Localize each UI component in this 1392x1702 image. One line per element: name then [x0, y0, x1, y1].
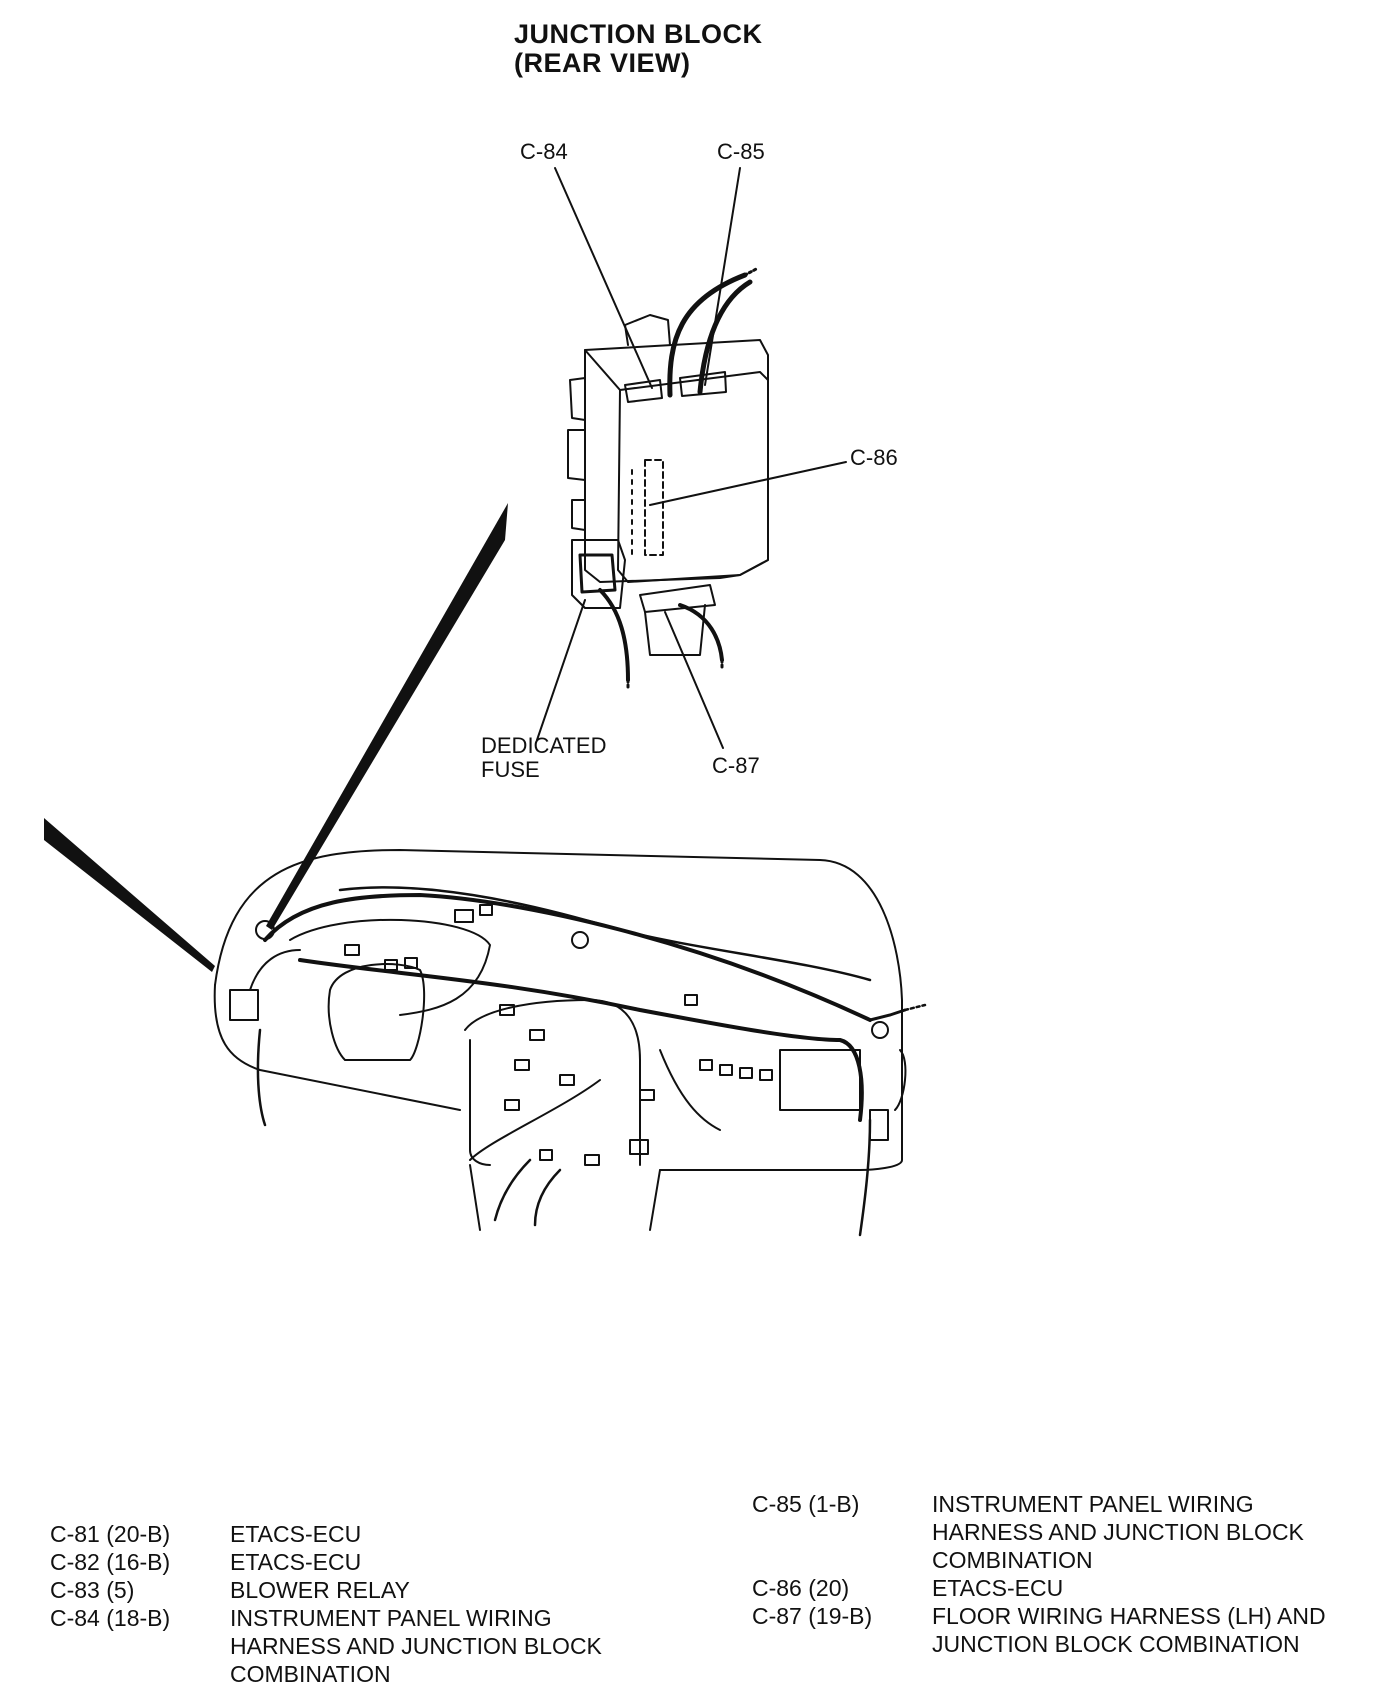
legend-code: C-84 (18-B): [50, 1605, 171, 1631]
diagram-title: JUNCTION BLOCK (REAR VIEW): [514, 20, 763, 78]
title-line-1: JUNCTION BLOCK: [514, 19, 763, 49]
label-dedicated-fuse-line2: FUSE: [481, 757, 540, 782]
legend-left: C-81 (20-B) ETACS-ECU C-82 (16-B) ETACS-…: [50, 1520, 602, 1688]
legend-desc-continued: HARNESS AND JUNCTION BLOCK: [932, 1519, 1304, 1545]
legend-code: C-83 (5): [50, 1577, 135, 1603]
legend-item-c85: C-85 (1-B) INSTRUMENT PANEL WIRING: [752, 1490, 1326, 1518]
legend-desc-continued: JUNCTION BLOCK COMBINATION: [932, 1631, 1300, 1657]
legend-right: C-85 (1-B) INSTRUMENT PANEL WIRING HARNE…: [752, 1490, 1326, 1658]
label-dedicated-fuse: DEDICATED FUSE: [481, 734, 607, 782]
legend-desc-continued: HARNESS AND JUNCTION BLOCK: [230, 1633, 602, 1659]
legend-desc: ETACS-ECU: [932, 1575, 1064, 1601]
junction-block: [567, 266, 769, 692]
legend-item-c81: C-81 (20-B) ETACS-ECU: [50, 1520, 602, 1548]
pointer-wedge-upper: [266, 503, 508, 930]
legend-desc: INSTRUMENT PANEL WIRING: [230, 1605, 552, 1631]
legend-item-c84: C-84 (18-B) INSTRUMENT PANEL WIRING: [50, 1604, 602, 1632]
instrument-panel: [213, 849, 927, 1237]
legend-item-c87: C-87 (19-B) FLOOR WIRING HARNESS (LH) AN…: [752, 1602, 1326, 1630]
pointer-wedge-left: [44, 818, 215, 972]
legend-item-c86: C-86 (20) ETACS-ECU: [752, 1574, 1326, 1602]
legend-desc: FLOOR WIRING HARNESS (LH) AND: [932, 1603, 1326, 1629]
legend-desc-continued: COMBINATION: [932, 1547, 1093, 1573]
legend-item-c82: C-82 (16-B) ETACS-ECU: [50, 1548, 602, 1576]
legend-code: C-87 (19-B): [752, 1603, 873, 1629]
legend-code: C-82 (16-B): [50, 1549, 171, 1575]
legend-desc: ETACS-ECU: [230, 1549, 362, 1575]
legend-desc: BLOWER RELAY: [230, 1577, 410, 1603]
legend-item-c83: C-83 (5) BLOWER RELAY: [50, 1576, 602, 1604]
legend-code: C-81 (20-B): [50, 1521, 171, 1547]
title-line-2: (REAR VIEW): [514, 48, 691, 78]
label-c84: C-84: [520, 139, 568, 164]
label-dedicated-fuse-line1: DEDICATED: [481, 733, 607, 758]
legend-desc: INSTRUMENT PANEL WIRING: [932, 1491, 1254, 1517]
label-c87: C-87: [712, 753, 760, 778]
legend-code: C-86 (20): [752, 1575, 850, 1601]
legend-desc-continued: COMBINATION: [230, 1661, 391, 1687]
callout-leaders: [536, 167, 847, 749]
legend-code: C-85 (1-B): [752, 1491, 860, 1517]
label-c85: C-85: [717, 139, 765, 164]
label-c86: C-86: [850, 445, 898, 470]
legend-desc: ETACS-ECU: [230, 1521, 362, 1547]
